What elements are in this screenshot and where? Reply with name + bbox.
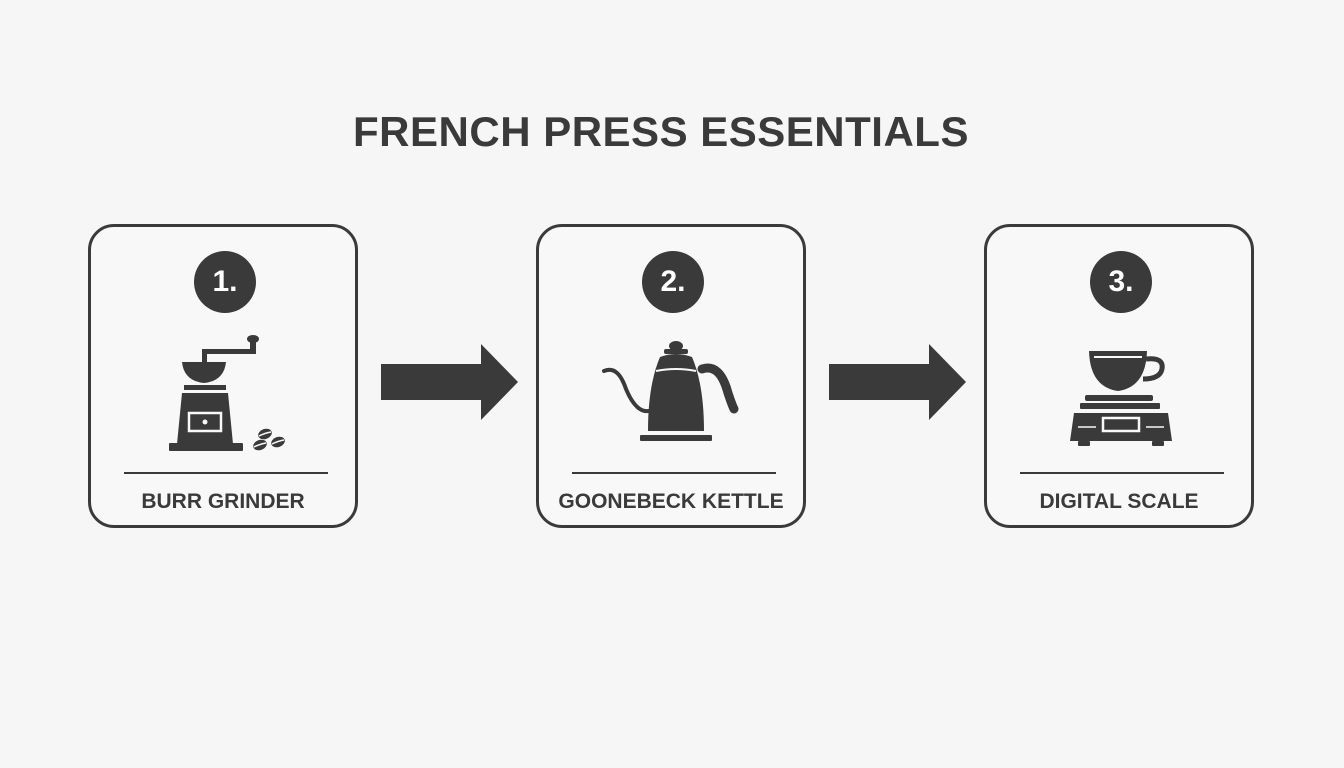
step-number-badge: 1. [194, 251, 256, 313]
step-number-badge: 2. [642, 251, 704, 313]
gooseneck-kettle-icon [602, 341, 739, 441]
burr-grinder-icon [169, 335, 285, 451]
step-card-digital-scale: 3. DIGITAL SCALE [984, 224, 1254, 528]
page-title: FRENCH PRESS ESSENTIALS [353, 108, 969, 155]
step-card-gooseneck-kettle: 2. GOONEBECK KETTLE [536, 224, 806, 528]
arrow-right-icon [381, 344, 518, 420]
divider [1020, 472, 1224, 474]
step-number-badge: 3. [1090, 251, 1152, 313]
step-label: BURR GRINDER [141, 490, 305, 513]
arrow-right-icon [829, 344, 966, 420]
step-label: GOONEBECK KETTLE [558, 490, 784, 513]
divider [572, 472, 776, 474]
divider [124, 472, 328, 474]
step-card-burr-grinder: 1. BURR G [88, 224, 358, 528]
step-label: DIGITAL SCALE [1039, 490, 1199, 513]
digital-scale-icon [1070, 351, 1172, 446]
